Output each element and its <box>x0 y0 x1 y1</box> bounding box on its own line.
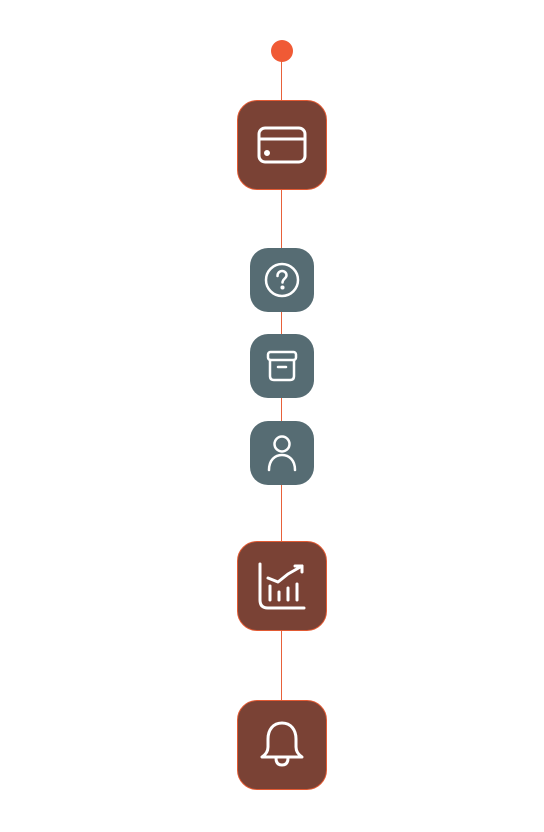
profile-node-button[interactable] <box>250 421 314 485</box>
analytics-chart-icon <box>256 560 308 612</box>
timeline-connector-line <box>281 51 282 751</box>
payment-node-button[interactable] <box>237 100 327 190</box>
bell-icon <box>258 719 306 771</box>
credit-card-icon <box>256 125 308 165</box>
user-icon <box>264 433 300 473</box>
timeline-start-dot <box>271 40 293 62</box>
help-node-button[interactable] <box>250 248 314 312</box>
help-circle-icon <box>263 261 301 299</box>
archive-node-button[interactable] <box>250 334 314 398</box>
notifications-node-button[interactable] <box>237 700 327 790</box>
archive-box-icon <box>264 348 300 384</box>
analytics-node-button[interactable] <box>237 541 327 631</box>
